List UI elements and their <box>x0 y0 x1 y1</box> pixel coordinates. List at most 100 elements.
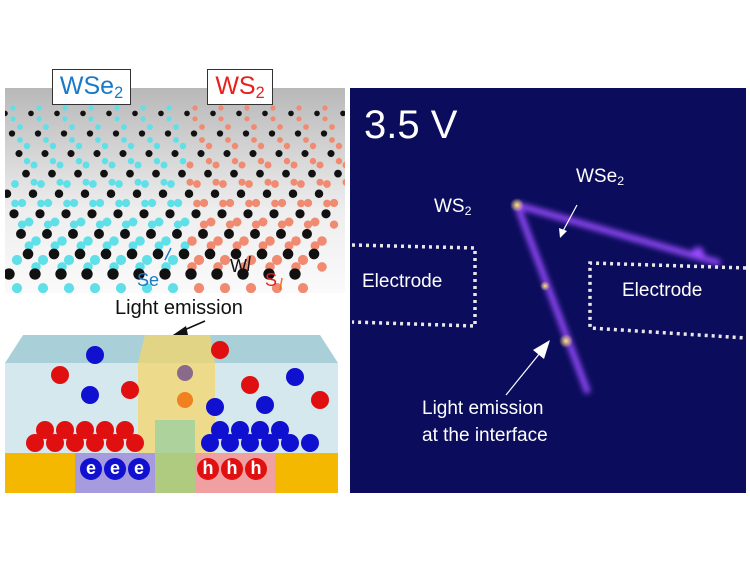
s-atom <box>342 161 345 169</box>
w-atom <box>28 189 38 198</box>
w-atom <box>87 209 97 219</box>
s-atom <box>192 116 198 122</box>
s-atom <box>225 198 235 208</box>
se-atom <box>37 282 49 293</box>
w-atom <box>86 130 94 137</box>
se-atom <box>121 124 127 130</box>
se-atom <box>69 198 79 208</box>
w-atom <box>113 209 123 219</box>
w-atom <box>198 228 208 239</box>
w-atom <box>41 150 49 158</box>
w-atom <box>22 169 30 178</box>
s-atom <box>258 217 268 227</box>
se-atom <box>102 241 112 251</box>
w-atom <box>294 130 302 137</box>
se-atom <box>173 137 179 143</box>
se-atom <box>115 180 123 188</box>
s-atom <box>271 180 279 188</box>
se-atom <box>121 137 127 143</box>
w-atom <box>302 228 312 239</box>
electron: e <box>128 458 150 480</box>
se-atom <box>50 241 60 251</box>
se-atom <box>114 116 120 122</box>
se-atom <box>147 124 153 130</box>
w-atom <box>197 150 205 158</box>
s-atom <box>303 198 313 208</box>
se-atom <box>69 137 75 143</box>
se-atom <box>95 220 105 229</box>
se-atom <box>127 157 135 165</box>
s-atom <box>193 180 201 188</box>
se-atom <box>89 199 97 208</box>
s-atom <box>322 105 328 111</box>
w-atom <box>126 169 134 178</box>
w-atom <box>15 150 23 158</box>
electrode-right-outline <box>588 261 746 340</box>
w-atom <box>184 189 194 198</box>
s-atom <box>277 124 283 130</box>
positive-charge <box>36 421 54 439</box>
se-atom <box>17 137 23 143</box>
s-atom <box>192 105 198 111</box>
positive-charge <box>311 391 329 409</box>
s-atom <box>186 161 194 169</box>
se-atom <box>115 282 127 293</box>
w-atom <box>80 110 86 117</box>
se-atom <box>56 178 64 186</box>
se-atom <box>43 220 53 229</box>
s-atom <box>193 254 205 266</box>
positive-charge <box>121 381 139 399</box>
s-atom <box>284 241 294 251</box>
w-atom <box>256 169 264 178</box>
se-atom <box>141 199 149 208</box>
se-atom <box>88 116 94 122</box>
w-atom <box>171 150 179 158</box>
s-atom <box>264 161 272 169</box>
s-atom <box>323 180 331 188</box>
negative-charge <box>211 421 229 439</box>
se-atom-label: Se <box>137 270 160 290</box>
w-atom <box>210 110 216 117</box>
emission-label-line2: at the interface <box>422 425 548 446</box>
se-atom <box>24 217 34 227</box>
w-atom <box>308 169 316 178</box>
se-atom <box>167 254 179 266</box>
negative-charge <box>206 398 224 416</box>
s-atom <box>251 124 257 130</box>
s-atom <box>323 199 331 208</box>
se-atom <box>36 116 42 122</box>
w-atom <box>5 110 8 117</box>
se-atom <box>147 137 153 143</box>
w-atom <box>158 189 168 198</box>
hole: h <box>197 458 219 480</box>
s-atom <box>245 254 257 266</box>
ws2-image-label: WS2 <box>434 196 472 219</box>
se-atom <box>88 105 94 111</box>
se-atom <box>102 217 112 227</box>
w-atom <box>159 268 171 280</box>
negative-charge <box>231 421 249 439</box>
electron: e <box>104 458 126 480</box>
w-atom <box>263 268 275 280</box>
se-atom <box>37 199 45 208</box>
w-atom <box>48 169 56 178</box>
se-atom <box>134 178 142 186</box>
se-atom <box>95 124 101 130</box>
s-atom <box>290 161 298 169</box>
s-atom <box>245 180 253 188</box>
w-atom <box>236 110 242 117</box>
s-atom <box>303 220 313 229</box>
s-atom <box>316 178 324 186</box>
se-atom <box>160 161 168 169</box>
se-atom <box>17 124 23 130</box>
w-atom <box>185 268 197 280</box>
s-atom <box>245 282 257 293</box>
s-atom <box>310 217 320 227</box>
s-atom <box>205 142 213 150</box>
s-atom <box>296 105 302 111</box>
s-atom <box>283 157 291 165</box>
positive-charge <box>46 434 64 452</box>
se-atom <box>43 137 49 143</box>
w-atom <box>230 248 242 260</box>
w-atom <box>8 130 16 137</box>
